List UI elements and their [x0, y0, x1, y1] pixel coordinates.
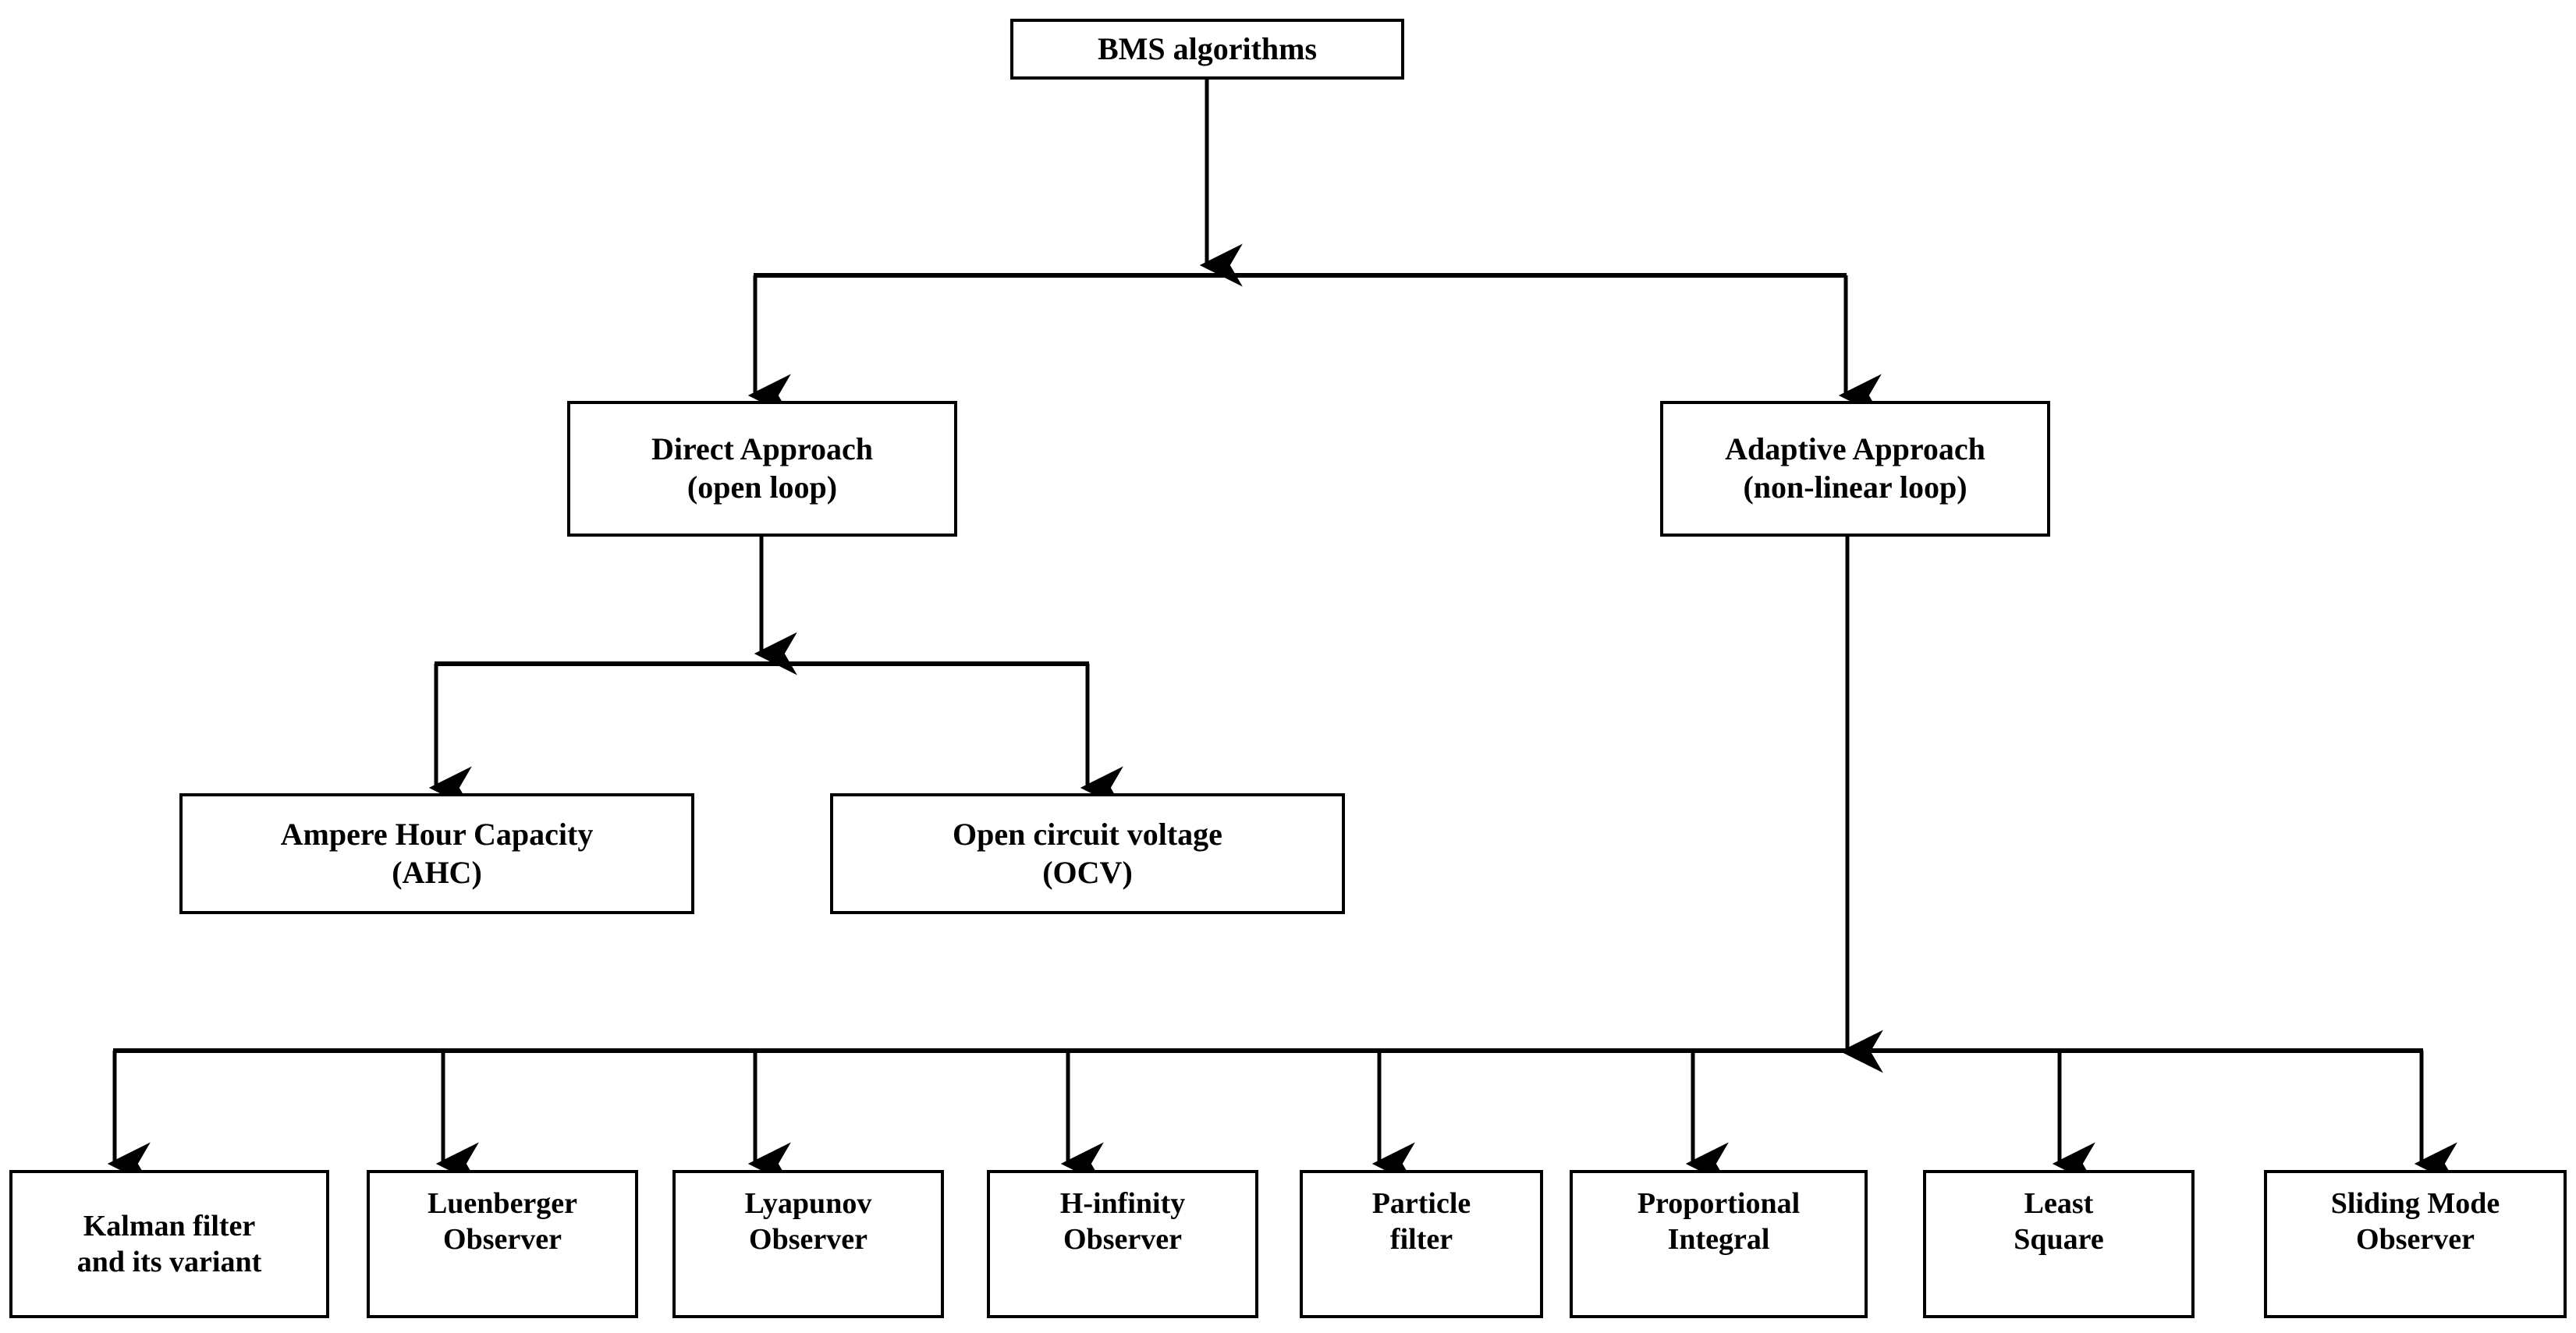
node-proportional-integral[interactable]: Proportional Integral	[1570, 1170, 1868, 1318]
node-label-line-1: Least	[2024, 1187, 2094, 1220]
node-label-line-2: Integral	[1667, 1223, 1770, 1257]
node-label-line-1: Kalman filter	[83, 1209, 256, 1243]
node-label-line-1: Sliding Mode	[2330, 1187, 2500, 1220]
node-label-line-2: Observer	[443, 1223, 562, 1257]
node-kalman-filter[interactable]: Kalman filter and its variant	[9, 1170, 329, 1318]
node-open-circuit-voltage[interactable]: Open circuit voltage (OCV)	[830, 793, 1345, 914]
node-label-line-1: Lyapunov	[744, 1187, 872, 1220]
node-label-line-2: Square	[2014, 1223, 2104, 1257]
node-label-line-2: Observer	[2356, 1223, 2475, 1257]
node-label-line-2: and its variant	[76, 1246, 262, 1278]
node-label-line-2: (AHC)	[392, 854, 482, 890]
node-label-line-1: Direct Approach	[651, 431, 874, 467]
node-luenberger-observer[interactable]: Luenberger Observer	[367, 1170, 638, 1318]
node-label-line-1: Ampere Hour Capacity	[280, 816, 594, 852]
node-label-line-1: BMS algorithms	[1097, 30, 1318, 66]
node-label-line-1: Luenberger	[427, 1187, 578, 1220]
node-label-line-1: Adaptive Approach	[1725, 431, 1985, 467]
node-particle-filter[interactable]: Particle filter	[1300, 1170, 1543, 1318]
node-ampere-hour-capacity[interactable]: Ampere Hour Capacity (AHC)	[179, 793, 694, 914]
node-lyapunov-observer[interactable]: Lyapunov Observer	[672, 1170, 944, 1318]
node-sliding-mode-observer[interactable]: Sliding Mode Observer	[2264, 1170, 2567, 1318]
node-label-line-1: H-infinity	[1059, 1187, 1186, 1220]
node-h-infinity-observer[interactable]: H-infinity Observer	[987, 1170, 1258, 1318]
node-label-line-2: Observer	[749, 1223, 868, 1257]
node-least-square[interactable]: Least Square	[1923, 1170, 2195, 1318]
node-label-line-1: Particle	[1371, 1187, 1471, 1220]
node-label-line-2: filter	[1389, 1223, 1453, 1257]
node-label-line-1: Proportional	[1637, 1187, 1801, 1220]
node-label-line-2: Observer	[1063, 1223, 1182, 1257]
node-adaptive-approach[interactable]: Adaptive Approach (non-linear loop)	[1660, 401, 2050, 537]
node-label-line-2: (OCV)	[1042, 854, 1133, 890]
node-label-line-2: (open loop)	[687, 470, 838, 505]
node-label-line-1: Open circuit voltage	[953, 816, 1222, 852]
node-bms-algorithms[interactable]: BMS algorithms	[1010, 19, 1404, 80]
node-direct-approach[interactable]: Direct Approach (open loop)	[567, 401, 957, 537]
node-label-line-2: (non-linear loop)	[1743, 470, 1967, 505]
